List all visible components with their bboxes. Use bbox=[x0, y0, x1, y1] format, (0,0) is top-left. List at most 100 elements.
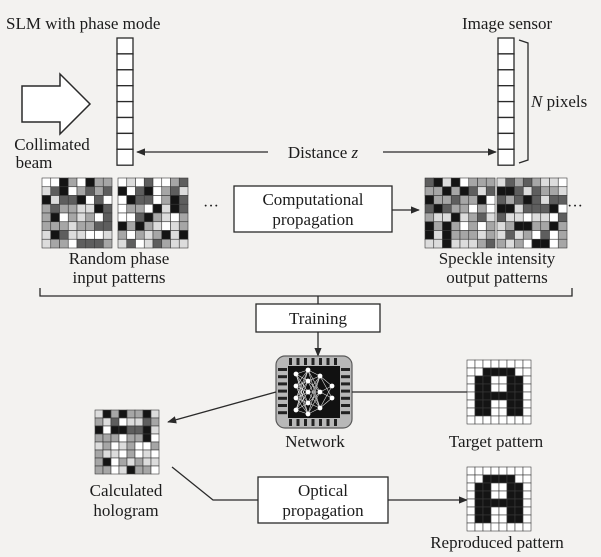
pattern-cell bbox=[474, 490, 484, 500]
sensor-pixel bbox=[497, 85, 515, 103]
training-box bbox=[255, 303, 381, 333]
pattern-cell bbox=[94, 203, 104, 214]
pattern-cell bbox=[102, 186, 113, 196]
pattern-cell bbox=[514, 212, 524, 223]
pattern-cell bbox=[102, 230, 113, 240]
n-pixels-bracket bbox=[518, 39, 529, 164]
computational-propagation-box bbox=[233, 185, 393, 233]
pattern-cell bbox=[134, 449, 144, 459]
pattern-cell bbox=[126, 186, 136, 196]
network-to-hologram-arrow bbox=[167, 391, 277, 424]
pattern-cell bbox=[76, 221, 87, 231]
pattern-cell bbox=[522, 391, 532, 401]
pattern-cell bbox=[85, 238, 95, 249]
pattern-cell bbox=[468, 195, 478, 205]
n-symbol: N bbox=[530, 92, 544, 111]
pattern-cell bbox=[118, 441, 128, 451]
pattern-cell bbox=[450, 221, 461, 231]
pattern-cell bbox=[498, 407, 508, 417]
pattern-cell bbox=[522, 367, 532, 377]
pattern-cell bbox=[94, 441, 104, 451]
pattern-cell bbox=[150, 441, 160, 451]
pattern-cell bbox=[135, 238, 145, 249]
pattern-cell bbox=[142, 441, 152, 451]
pattern-cell bbox=[142, 433, 152, 443]
pattern-cell bbox=[506, 514, 516, 524]
reproduced-pattern-grid bbox=[466, 466, 532, 532]
pattern-cell bbox=[522, 375, 532, 385]
pattern-cell bbox=[498, 359, 508, 369]
pattern-cell bbox=[498, 391, 508, 401]
pattern-cell bbox=[424, 230, 435, 240]
pattern-cell bbox=[514, 498, 524, 508]
slm-pixel bbox=[116, 116, 134, 135]
pattern-cell bbox=[540, 177, 550, 188]
pattern-cell bbox=[143, 221, 154, 231]
pattern-cell bbox=[41, 212, 52, 223]
pattern-cell bbox=[506, 490, 516, 500]
pattern-cell bbox=[50, 221, 60, 231]
pattern-cell bbox=[67, 212, 78, 223]
pattern-cell bbox=[557, 186, 568, 196]
pattern-cell bbox=[126, 449, 136, 459]
pattern-cell bbox=[102, 425, 112, 435]
pattern-cell bbox=[85, 221, 95, 231]
pattern-cell bbox=[549, 177, 559, 188]
pattern-cell bbox=[490, 359, 500, 369]
sensor-pixel bbox=[497, 37, 515, 55]
pattern-cell bbox=[67, 195, 78, 205]
pattern-cell bbox=[150, 425, 160, 435]
pattern-cell bbox=[152, 238, 163, 249]
pattern-cell bbox=[540, 203, 550, 214]
pattern-cell bbox=[474, 383, 484, 393]
pattern-cell bbox=[117, 230, 128, 240]
pattern-cell bbox=[161, 177, 171, 188]
pattern-cell bbox=[522, 474, 532, 484]
pattern-cell bbox=[496, 186, 507, 196]
pattern-cell bbox=[41, 195, 52, 205]
pattern-cell bbox=[135, 221, 145, 231]
pattern-cell bbox=[531, 203, 542, 214]
pattern-cell bbox=[433, 230, 443, 240]
pattern-cell bbox=[505, 221, 515, 231]
pattern-cell bbox=[514, 490, 524, 500]
pattern-cell bbox=[135, 186, 145, 196]
pattern-cell bbox=[498, 375, 508, 385]
pattern-cell bbox=[94, 177, 104, 188]
pattern-cell bbox=[557, 230, 568, 240]
pattern-cell bbox=[161, 230, 171, 240]
pattern-cell bbox=[126, 195, 136, 205]
pattern-cell bbox=[433, 203, 443, 214]
pattern-cell bbox=[102, 417, 112, 427]
pattern-cell bbox=[50, 203, 60, 214]
neural-network-chip-icon bbox=[275, 355, 353, 429]
pattern-cell bbox=[506, 367, 516, 377]
pattern-cell bbox=[442, 230, 452, 240]
pattern-cell bbox=[490, 514, 500, 524]
pattern-cell bbox=[531, 195, 542, 205]
distance-label: Distance z bbox=[288, 143, 359, 162]
pattern-cell bbox=[135, 203, 145, 214]
pattern-cell bbox=[110, 425, 120, 435]
pattern-cell bbox=[474, 506, 484, 516]
pattern-cell bbox=[557, 212, 568, 223]
pattern-cell bbox=[468, 221, 478, 231]
pattern-cell bbox=[433, 221, 443, 231]
pattern-cell bbox=[466, 498, 476, 508]
pattern-cell bbox=[505, 203, 515, 214]
pattern-cell bbox=[477, 195, 487, 205]
pattern-cell bbox=[468, 186, 478, 196]
pattern-cell bbox=[466, 391, 476, 401]
pattern-cell bbox=[94, 433, 104, 443]
calculated-hologram-grid bbox=[94, 409, 160, 475]
pattern-cell bbox=[522, 482, 532, 492]
pattern-cell bbox=[170, 177, 180, 188]
pattern-cell bbox=[450, 212, 461, 223]
pattern-cell bbox=[41, 186, 52, 196]
pattern-cell bbox=[522, 221, 533, 231]
pattern-cell bbox=[59, 238, 69, 249]
pattern-cell bbox=[59, 230, 69, 240]
slm-pixel bbox=[116, 85, 134, 103]
pattern-cell bbox=[498, 490, 508, 500]
pattern-cell bbox=[126, 433, 136, 443]
